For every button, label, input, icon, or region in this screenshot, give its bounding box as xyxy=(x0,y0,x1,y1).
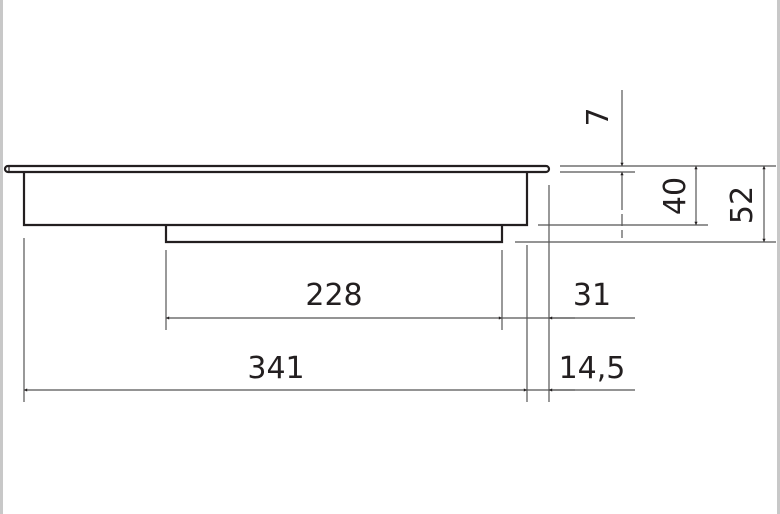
product-outline xyxy=(3,164,551,244)
rim xyxy=(3,164,551,174)
body xyxy=(22,172,529,227)
label-31: 31 xyxy=(573,278,611,313)
label-52: 52 xyxy=(725,186,760,224)
dimension-labels: 228 341 31 14,5 7 40 52 xyxy=(247,107,760,386)
extension-lines xyxy=(23,165,776,402)
label-14-5: 14,5 xyxy=(559,351,626,386)
label-40: 40 xyxy=(658,177,693,215)
label-7: 7 xyxy=(581,107,616,126)
frame-left-edge xyxy=(0,0,3,514)
label-228: 228 xyxy=(305,278,362,313)
horizontal-dimensions xyxy=(24,316,635,392)
vertical-dimensions xyxy=(620,90,766,242)
label-341: 341 xyxy=(247,351,304,386)
frame-right-edge xyxy=(777,0,780,514)
bottom-part xyxy=(164,225,504,244)
